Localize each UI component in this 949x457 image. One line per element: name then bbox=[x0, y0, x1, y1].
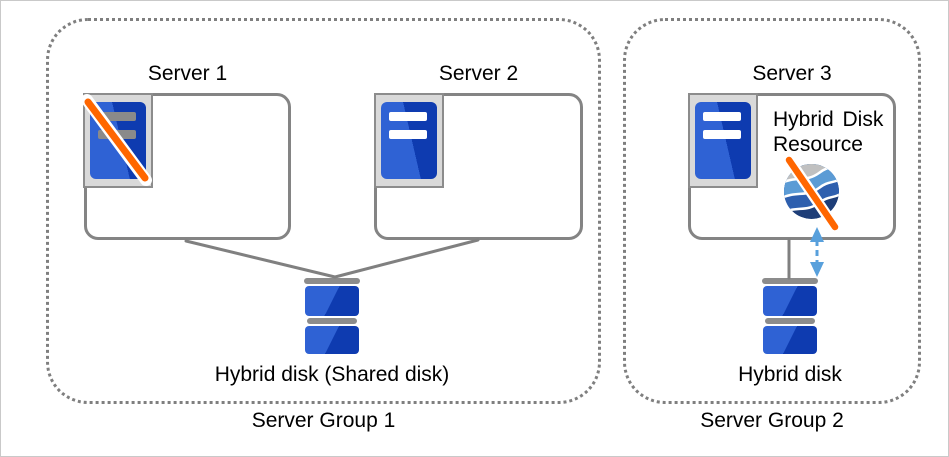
disk-platter bbox=[305, 326, 359, 354]
server-led-bar bbox=[703, 112, 741, 121]
server-tower-icon bbox=[83, 93, 153, 188]
server-led-bar bbox=[389, 130, 427, 139]
disk-platter bbox=[305, 286, 359, 316]
server-body bbox=[381, 102, 437, 179]
server-body bbox=[695, 102, 751, 179]
hybrid-disk-label: Hybrid disk bbox=[738, 363, 842, 386]
server-tower-icon bbox=[374, 93, 444, 188]
server-1-title: Server 1 bbox=[147, 62, 228, 85]
server-2-title: Server 2 bbox=[438, 62, 519, 85]
disk-cap bbox=[762, 278, 818, 284]
server-led-bar bbox=[389, 112, 427, 121]
server-group-1-label: Server Group 1 bbox=[251, 409, 396, 432]
disk-stack-icon bbox=[304, 278, 360, 354]
server-led-bar bbox=[98, 130, 136, 139]
server-led-bar bbox=[703, 130, 741, 139]
server-group-2-label: Server Group 2 bbox=[700, 409, 844, 432]
server-body bbox=[90, 102, 146, 179]
server-group-2-boundary bbox=[623, 18, 921, 404]
server-3-title: Server 3 bbox=[752, 62, 832, 85]
disk-cap bbox=[304, 278, 360, 284]
disk-platter bbox=[763, 326, 817, 354]
shared-disk-label: Hybrid disk (Shared disk) bbox=[214, 363, 450, 386]
disk-stack-icon bbox=[762, 278, 818, 354]
disk-cap bbox=[765, 318, 815, 324]
server-group-1-boundary bbox=[46, 18, 601, 404]
disk-cap bbox=[307, 318, 357, 324]
server-led-bar bbox=[98, 112, 136, 121]
hybrid-disk-resource-label: Hybrid Disk Resource bbox=[773, 108, 884, 156]
server-tower-icon bbox=[688, 93, 758, 188]
disk-platter bbox=[763, 286, 817, 316]
